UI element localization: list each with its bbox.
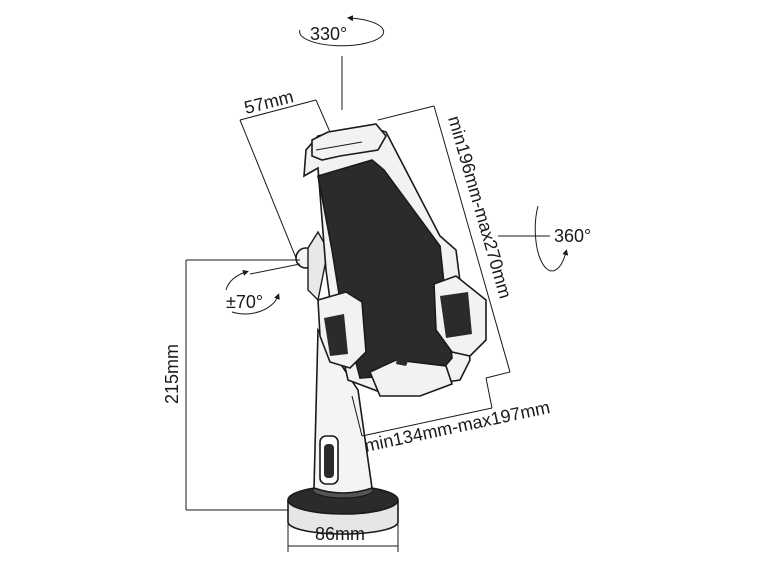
tilt-label: ±70° xyxy=(226,292,263,312)
stand-height-label: 215mm xyxy=(162,344,182,404)
depth-dimension: 57mm xyxy=(239,86,331,259)
base-width-label: 86mm xyxy=(315,524,365,544)
bottom-clamp xyxy=(368,359,454,397)
tablet-holder xyxy=(303,123,487,397)
rotation-top-indicator: 330° xyxy=(299,15,385,110)
depth-label: 57mm xyxy=(242,86,295,118)
top-clamp xyxy=(311,123,387,161)
stand-height-dimension: 215mm xyxy=(162,259,300,511)
width-range-label: min134mm-max197mm xyxy=(363,397,552,456)
stand-pole xyxy=(313,327,373,494)
tilt-indicator: ±70° xyxy=(225,263,301,315)
rotation-side-indicator: 360° xyxy=(498,205,591,272)
rotation-side-label: 360° xyxy=(554,226,591,246)
rotation-top-label: 330° xyxy=(310,24,347,44)
base-width-dimension: 86mm xyxy=(287,524,399,552)
